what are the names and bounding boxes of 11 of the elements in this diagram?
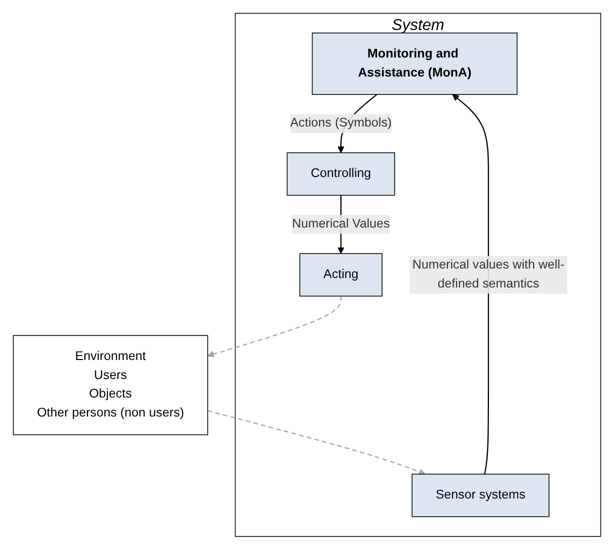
node-box: Sensor systems bbox=[411, 474, 549, 518]
edge-label: Numerical Values bbox=[292, 217, 390, 231]
node-box: Controlling bbox=[286, 152, 395, 196]
edge-label: Actions (Symbols) bbox=[290, 116, 392, 130]
node-box: Monitoring and Assistance (MonA) bbox=[311, 32, 517, 95]
node-box: Environment Users Objects Other persons (non users) bbox=[12, 335, 208, 436]
arrow bbox=[452, 94, 489, 474]
edge-label: Numerical values with well-defined semantics bbox=[412, 258, 564, 291]
node-box: Acting bbox=[298, 253, 382, 297]
arrow bbox=[206, 296, 342, 358]
arrow bbox=[207, 410, 426, 476]
